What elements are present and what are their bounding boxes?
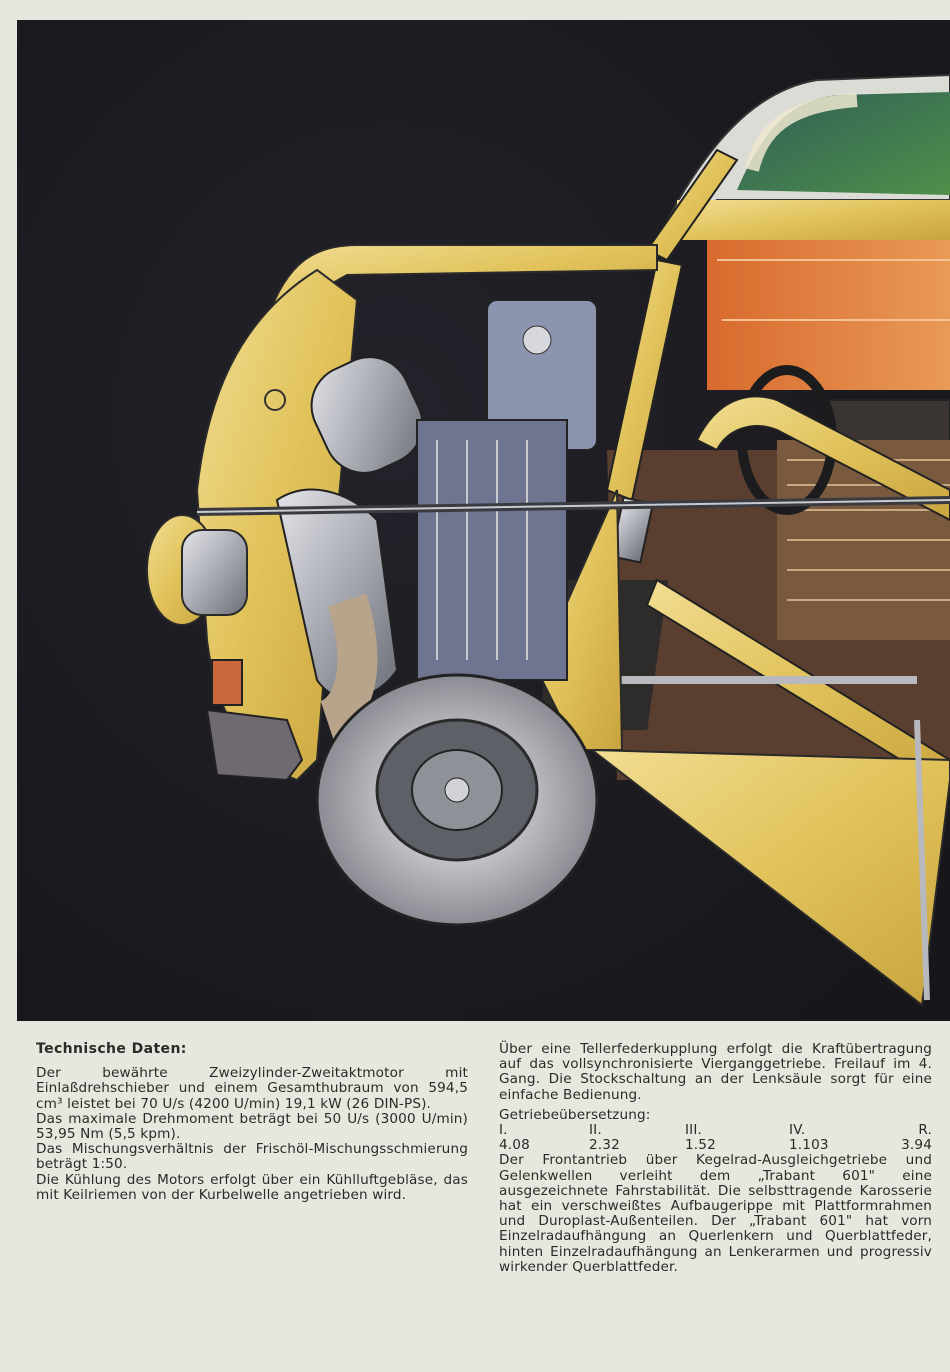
gear-ratio: 3.94 xyxy=(901,1137,932,1154)
drivetrain-column: Über eine Tellerfederkupplung erfolgt di… xyxy=(499,1041,932,1275)
torque-paragraph: Das maximale Drehmoment beträgt bei 50 U… xyxy=(36,1110,468,1143)
technical-data-heading: Technische Daten: xyxy=(36,1041,187,1057)
gear-ratio: 2.32 xyxy=(589,1137,620,1154)
car-cutaway-illustration xyxy=(17,20,950,1021)
mixture-paragraph: Das Mischungsverhältnis der Frischöl-Mis… xyxy=(36,1141,468,1173)
bumper xyxy=(205,659,304,782)
gear-label: IV. xyxy=(789,1122,806,1139)
clutch-paragraph: Über eine Tellerfederkupplung erfolgt di… xyxy=(499,1041,932,1103)
gear-label: III. xyxy=(685,1122,702,1139)
front-wheel xyxy=(315,673,599,927)
technical-data-column: Technische Daten: Der bewährte Zweizylin… xyxy=(36,1041,468,1203)
engine xyxy=(196,299,950,739)
gear-label: R. xyxy=(918,1122,932,1139)
headlight xyxy=(146,514,248,626)
gear-ratio-label: Getriebeübersetzung: xyxy=(499,1106,651,1123)
gear-label: II. xyxy=(589,1122,602,1139)
gear-ratio: 4.08 xyxy=(499,1137,530,1154)
roof-and-window xyxy=(654,73,950,243)
gear-ratio-table: I. II. III. IV. R. 4.08 2.32 1.52 1.103 … xyxy=(499,1122,932,1154)
chassis-paragraph: Der Frontantrieb über Kegelrad-Ausgleich… xyxy=(499,1152,932,1275)
gear-ratio: 1.103 xyxy=(789,1137,829,1154)
cooling-paragraph: Die Kühlung des Motors erfolgt über ein … xyxy=(36,1171,468,1203)
gear-label: I. xyxy=(499,1122,508,1139)
door-frame xyxy=(605,148,950,792)
open-door xyxy=(588,676,950,1007)
engine-paragraph: Der bewährte Zweizylinder-Zweitaktmotor … xyxy=(36,1065,468,1112)
gear-ratio: 1.52 xyxy=(685,1137,716,1154)
trabant-cutaway-drawing xyxy=(146,73,950,1007)
